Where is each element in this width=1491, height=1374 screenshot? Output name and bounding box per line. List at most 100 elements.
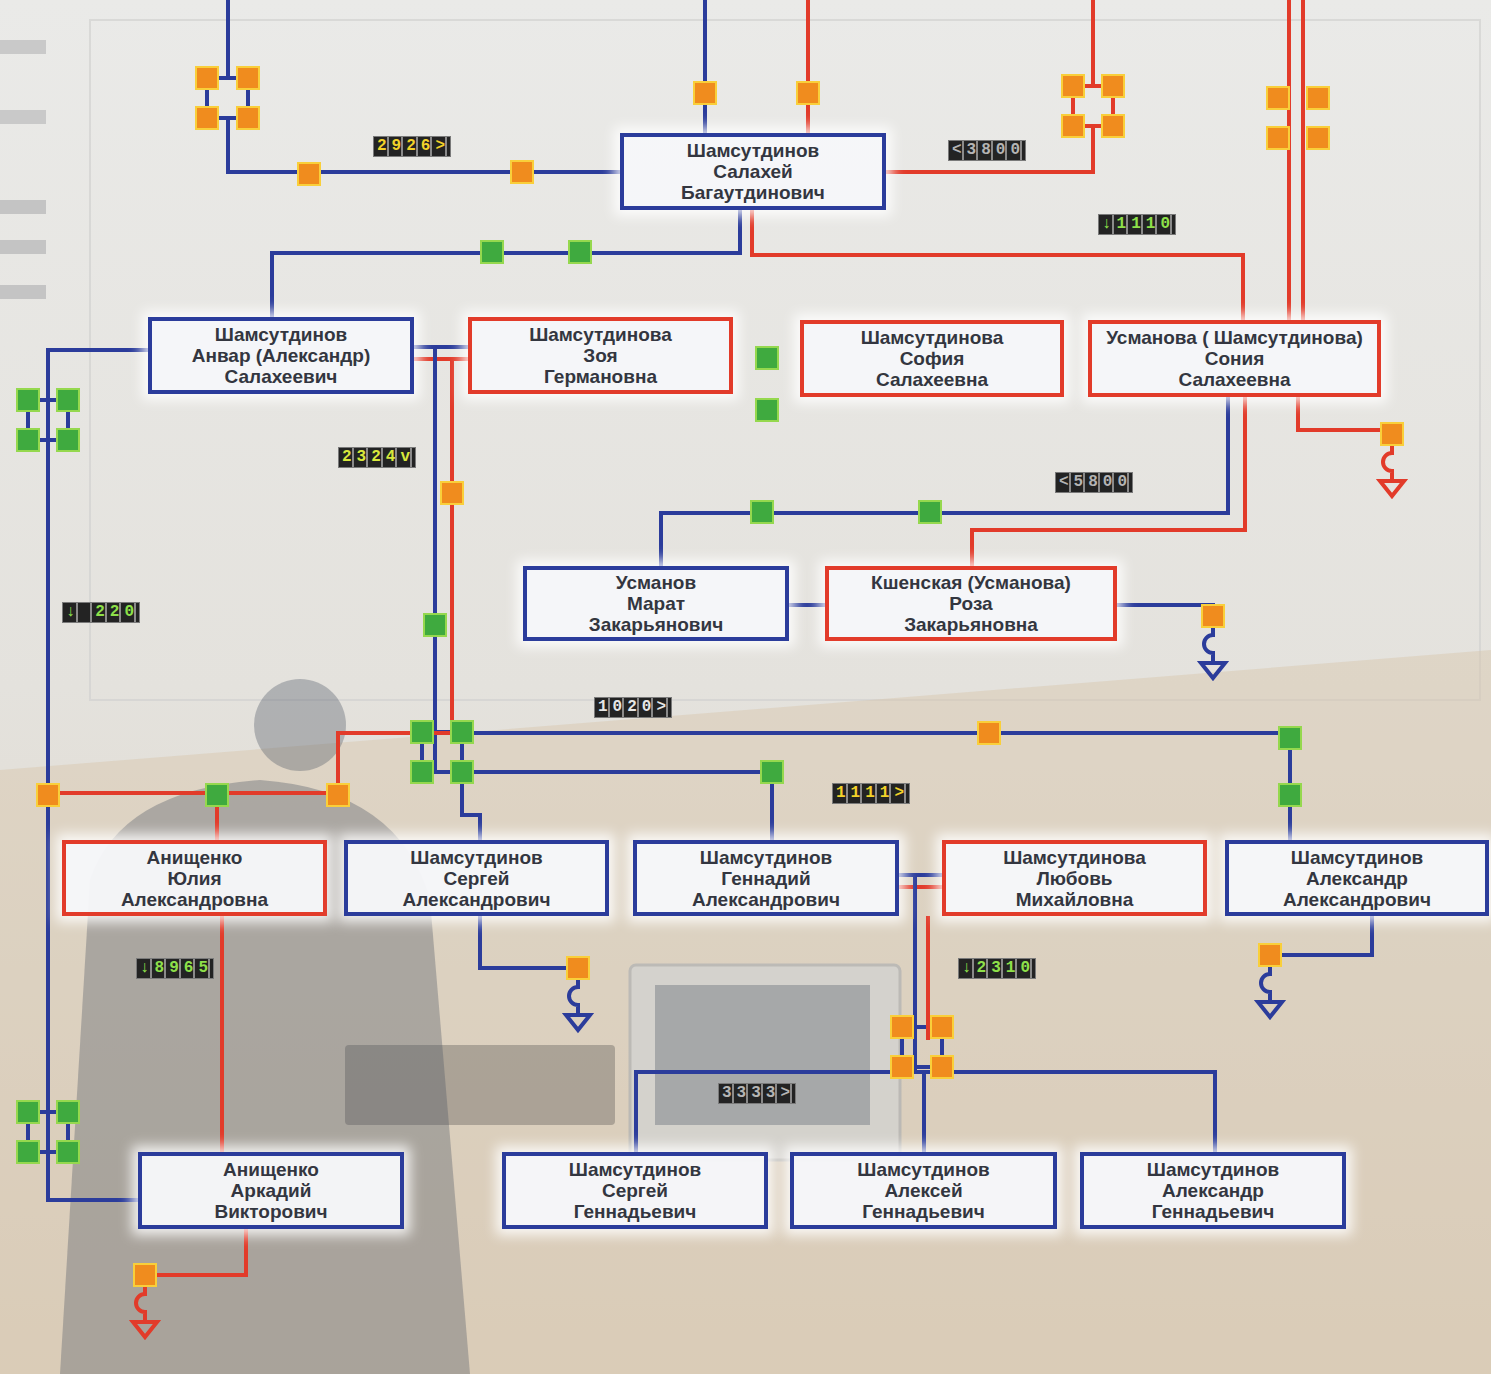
breaker-open xyxy=(298,163,320,185)
breaker-closed xyxy=(756,347,778,369)
name-line: Александрович xyxy=(403,889,551,910)
counter-display: 1020> xyxy=(594,697,672,718)
person-name: Шамсутдинов Сергей Геннадьевич xyxy=(569,1159,701,1222)
person-name: Анищенко Юлия Александровна xyxy=(121,847,268,910)
name-line: Шамсутдинов xyxy=(192,324,371,345)
name-line: Геннадий xyxy=(692,868,840,889)
breaker-open xyxy=(1267,87,1289,109)
family-connector xyxy=(222,916,223,1152)
name-line: Александрович xyxy=(692,889,840,910)
wall-panel xyxy=(0,40,46,54)
breaker-open xyxy=(694,82,716,104)
name-line: Сергей xyxy=(403,868,551,889)
name-line: Александр xyxy=(1283,868,1431,889)
breaker-closed xyxy=(919,501,941,523)
breaker-open xyxy=(931,1056,953,1078)
ground-symbol xyxy=(1380,445,1404,496)
breaker-closed xyxy=(57,1141,79,1163)
name-line: Алексей xyxy=(857,1180,989,1201)
counter-display: 1111> xyxy=(832,783,910,804)
counter-display: <5800 xyxy=(1055,472,1133,493)
family-connector xyxy=(899,875,924,1152)
breaker-closed xyxy=(751,501,773,523)
name-line: Александровна xyxy=(121,889,268,910)
family-wire xyxy=(217,359,468,840)
name-line: Салахеевич xyxy=(192,366,371,387)
person-name: Шамсутдинова Любовь Михайловна xyxy=(1003,847,1146,910)
name-line: Аркадий xyxy=(214,1180,327,1201)
counter-display: 3333> xyxy=(718,1083,796,1104)
breaker-closed xyxy=(57,389,79,411)
name-line: Салахеевна xyxy=(861,369,1004,390)
person-box: Шамсутдинов Геннадий Александрович xyxy=(633,840,899,916)
breaker-open xyxy=(797,82,819,104)
name-line: Юлия xyxy=(121,868,268,889)
family-connector xyxy=(899,875,1215,1152)
name-line: София xyxy=(861,348,1004,369)
name-line: Роза xyxy=(871,593,1071,614)
person-box: Шамсутдинов Сергей Александрович xyxy=(344,840,609,916)
counter-display: 2324v xyxy=(338,447,416,468)
name-line: Багаутдинович xyxy=(681,182,825,203)
name-line: Шамсутдинов xyxy=(681,140,825,161)
name-line: Шамсутдинова xyxy=(861,327,1004,348)
breaker-open xyxy=(327,784,349,806)
monitor-screen xyxy=(655,985,870,1125)
family-connector xyxy=(789,605,825,606)
person-name: Шамсутдинов Александр Геннадьевич xyxy=(1147,1159,1279,1222)
ground-symbol xyxy=(566,979,590,1030)
name-line: Закарьянович xyxy=(589,614,723,635)
family-connector xyxy=(272,210,740,317)
breaker-open xyxy=(1267,127,1289,149)
ground-symbol xyxy=(1201,627,1225,678)
breaker-closed xyxy=(481,241,503,263)
breaker-closed xyxy=(451,761,473,783)
name-line: Салахеевна xyxy=(1106,369,1363,390)
person-name: Анищенко Аркадий Викторович xyxy=(214,1159,327,1222)
monitor xyxy=(630,965,900,1160)
ground-symbol xyxy=(1258,966,1282,1017)
breaker-open xyxy=(441,482,463,504)
family-wire xyxy=(272,210,740,317)
counter-display: ↓ 220 xyxy=(62,602,140,623)
family-wire xyxy=(48,350,148,1200)
counter-display: <3800 xyxy=(948,140,1026,161)
breaker-open xyxy=(37,784,59,806)
name-line: Шамсутдинов xyxy=(1147,1159,1279,1180)
person-name: Шамсутдинов Сергей Александрович xyxy=(403,847,551,910)
breaker-closed xyxy=(424,614,446,636)
feeder-wire xyxy=(926,916,930,1040)
name-line: Шамсутдинова xyxy=(529,324,672,345)
breaker-open xyxy=(511,161,533,183)
family-connector xyxy=(217,359,468,840)
person-box: Шамсутдинова Зоя Германовна xyxy=(468,317,733,394)
breaker-closed xyxy=(206,784,228,806)
family-wire xyxy=(972,397,1245,566)
name-line: Закарьяновна xyxy=(871,614,1071,635)
feeder-wire xyxy=(207,0,620,172)
breaker-closed xyxy=(17,1141,39,1163)
person-name: Шамсутдинов Алексей Геннадьевич xyxy=(857,1159,989,1222)
breaker-open xyxy=(1307,87,1329,109)
family-connector xyxy=(752,210,1243,320)
person-name: Шамсутдинова София Салахеевна xyxy=(861,327,1004,390)
ground-wire xyxy=(1298,397,1392,430)
name-line: Анвар (Александр) xyxy=(192,345,371,366)
name-line: Германовна xyxy=(529,366,672,387)
ground-wire xyxy=(480,916,567,968)
name-line: Анищенко xyxy=(121,847,268,868)
person-box: Шамсутдинов Анвар (Александр) Салахеевич xyxy=(148,317,414,394)
name-line: Шамсутдинов xyxy=(569,1159,701,1180)
wall-panel xyxy=(0,200,46,214)
name-line: Шамсутдинова xyxy=(1003,847,1146,868)
breaker-closed xyxy=(411,761,433,783)
wall-panel xyxy=(0,285,46,299)
breaker-closed xyxy=(57,1101,79,1123)
breaker-open xyxy=(891,1016,913,1038)
name-line: Викторович xyxy=(214,1201,327,1222)
breaker-open xyxy=(134,1264,156,1286)
name-line: Шамсутдинов xyxy=(403,847,551,868)
mimic-panel xyxy=(90,20,1480,700)
person-name: Кшенская (Усманова) Роза Закарьяновна xyxy=(871,572,1071,635)
